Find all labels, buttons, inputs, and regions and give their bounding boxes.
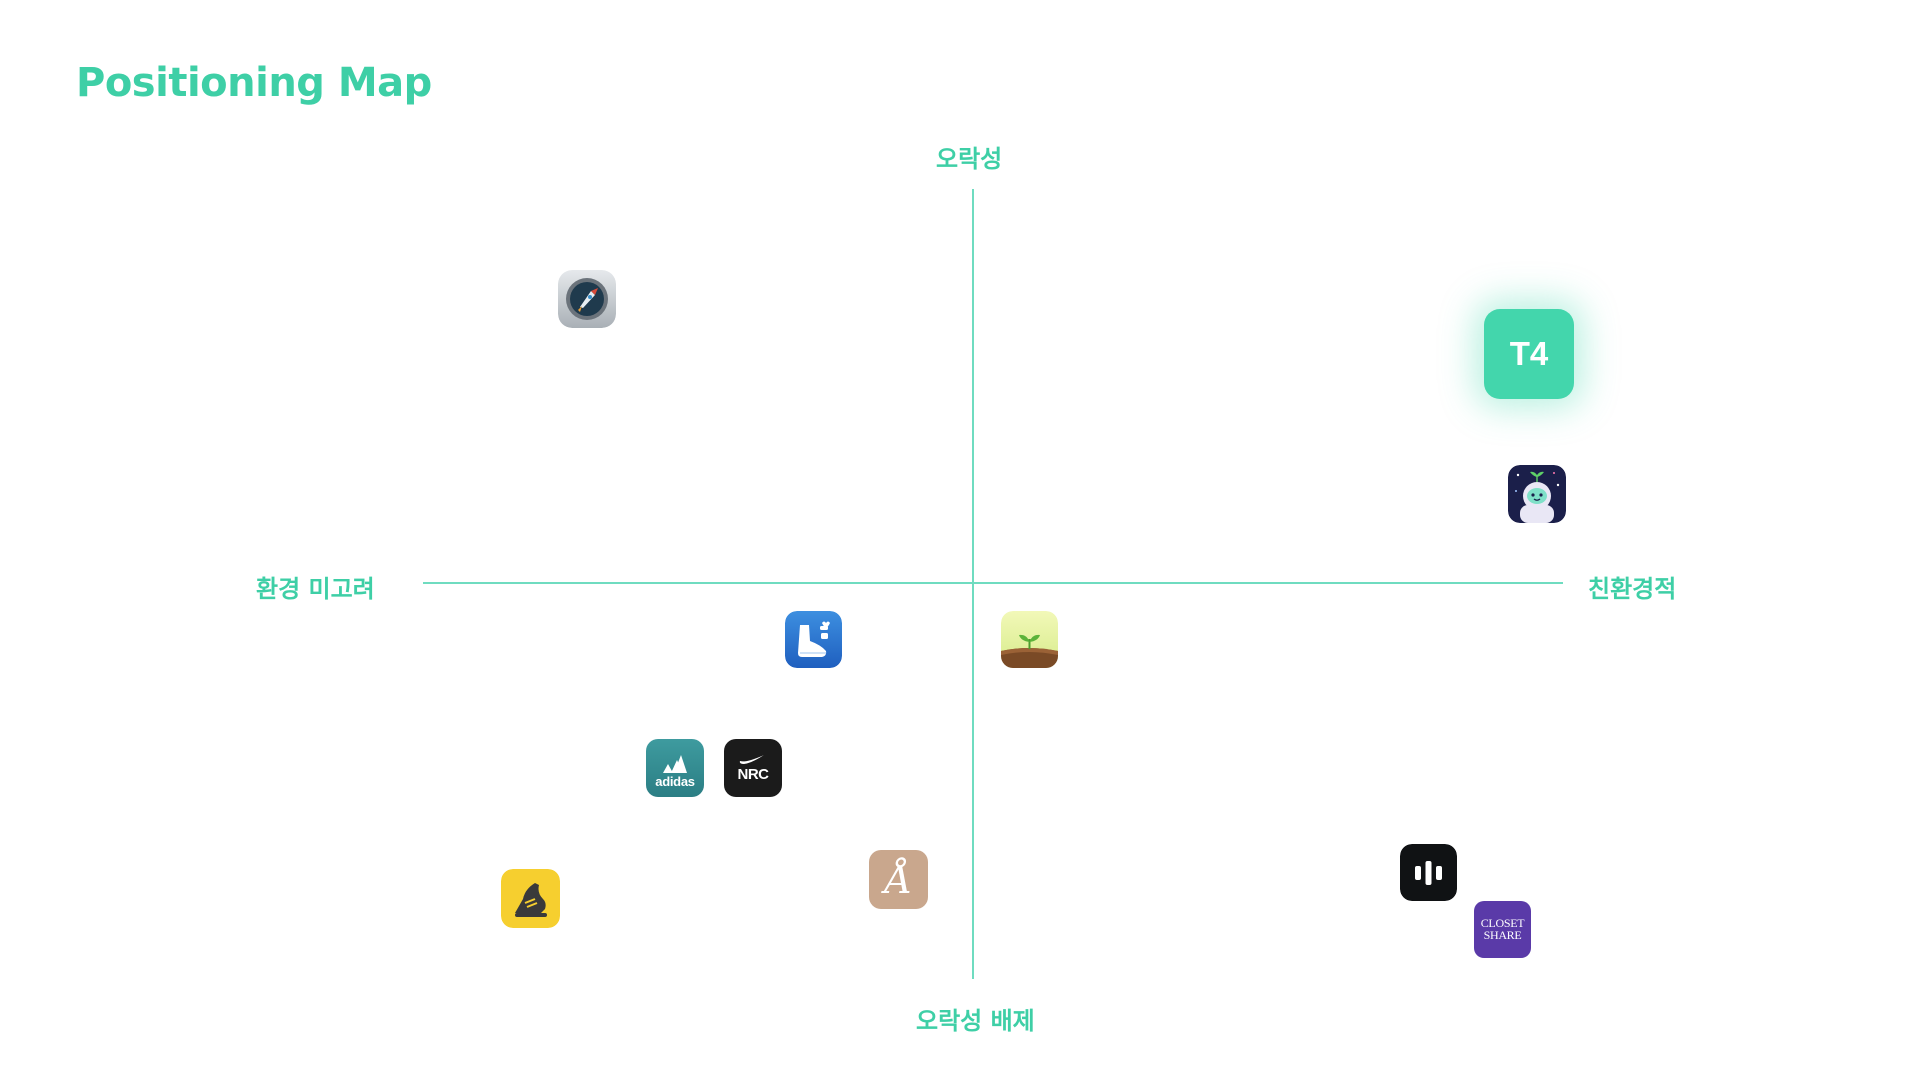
t4-highlight-tile: T4 [1484,309,1574,399]
vertical-axis-line [972,189,974,979]
horizontal-axis-line [423,582,1563,584]
forest-sprout-app-icon [1001,611,1058,668]
adidas-app-icon: adidas [646,739,704,797]
closet-share-app-icon: CLOSET SHARE [1474,901,1531,958]
plant-robot-app-icon [1508,465,1566,523]
adidas-label: adidas [655,774,695,789]
bars-black-app-icon [1400,844,1457,901]
nrc-label: NRC [737,766,770,783]
closet-share-line1: CLOSET [1480,916,1525,930]
yellow-runner-shoe-app-icon [501,869,560,928]
page-title: Positioning Map [76,60,432,106]
rocket-app-icon [558,270,616,328]
script-a-label: Å [884,858,913,902]
axis-label-right: 친환경적 [1588,575,1677,603]
closet-share-line2: SHARE [1483,928,1522,942]
axis-label-bottom: 오락성 배제 [916,1007,1035,1035]
axis-label-left: 환경 미고려 [256,575,375,603]
script-a-app-icon: Å [869,850,928,909]
shoe-step-app-icon [785,611,842,668]
t4-label: T4 [1509,335,1549,372]
nike-run-club-app-icon: NRC [724,739,782,797]
axis-label-top: 오락성 [936,145,1003,173]
